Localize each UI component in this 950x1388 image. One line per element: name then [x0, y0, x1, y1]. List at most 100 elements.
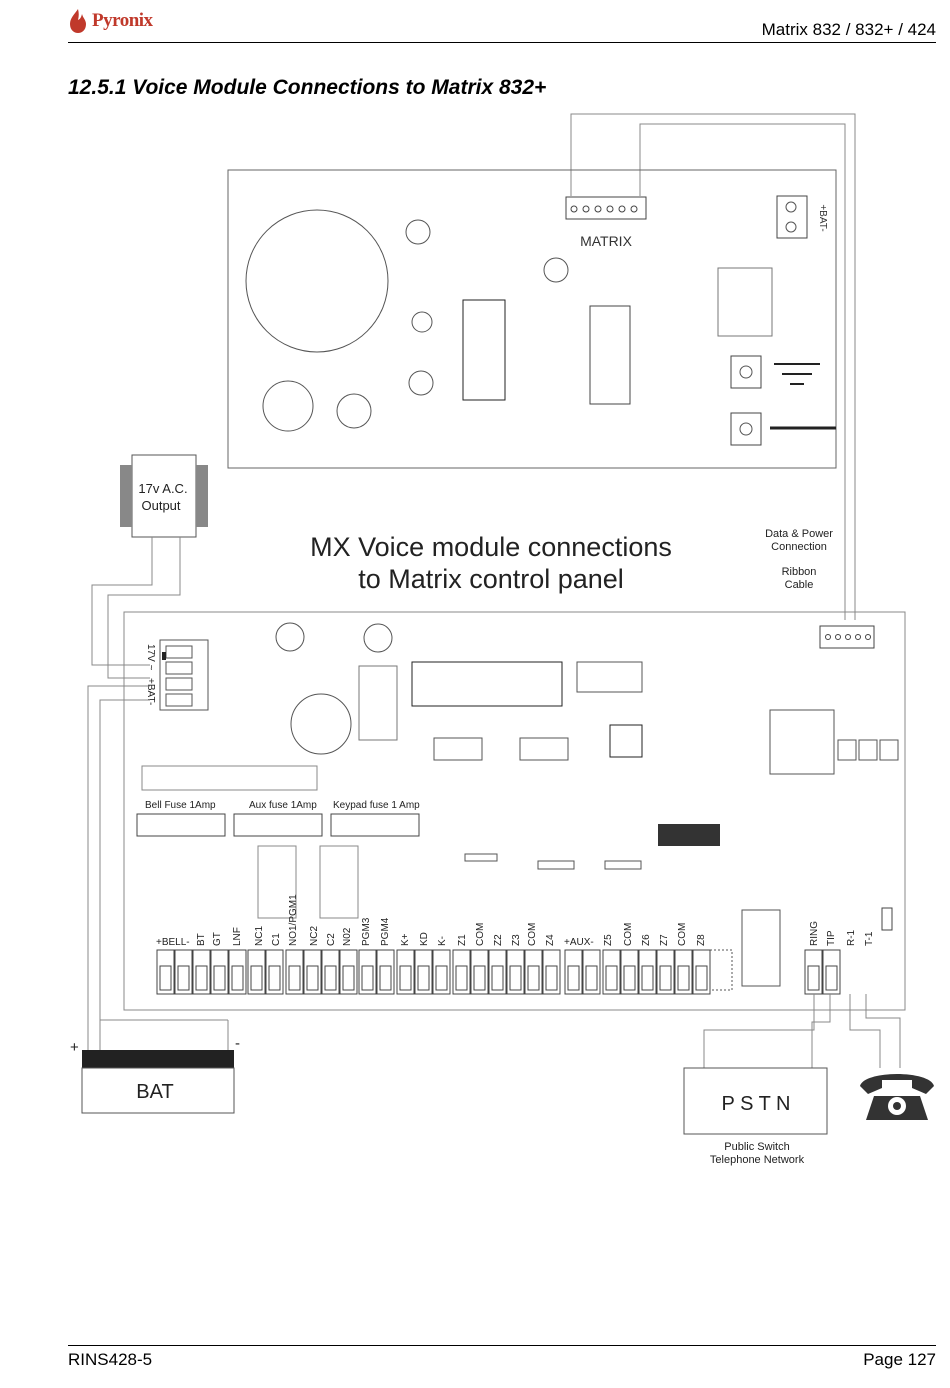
terminal-screw [488, 949, 507, 995]
terminal-screw [156, 949, 175, 995]
terminal-label: N02 [342, 927, 353, 946]
diagram-heading-line2: to Matrix control panel [358, 564, 624, 594]
transformer-label-line2: Output [141, 498, 180, 513]
terminal-label: COM [677, 923, 688, 946]
pyronix-flame-logo-icon [70, 9, 86, 33]
terminal-screw [638, 949, 657, 995]
terminal-label: GT [212, 932, 223, 946]
terminal-label: NC2 [309, 926, 320, 946]
battery [81, 685, 235, 1114]
section-title: 12.5.1 Voice Module Connections to Matri… [68, 76, 547, 99]
ribbon-label-line3: Ribbon [782, 566, 817, 578]
pstn-box [683, 1067, 828, 1135]
footer-divider [68, 1345, 936, 1346]
terminal-label: NO1/PGM1 [288, 894, 299, 946]
pstn-label: P S T N [722, 1093, 791, 1115]
terminal-screw [506, 949, 525, 995]
main-cpu-chip [411, 661, 563, 707]
terminal-label: Z8 [696, 934, 707, 946]
terminal-screw [452, 949, 471, 995]
terminal-label: Z5 [603, 934, 614, 946]
terminal-label: Z4 [545, 934, 556, 946]
terminal-label: T-1 [864, 931, 875, 946]
terminal-screw [822, 949, 841, 995]
keypad-fuse-label: Keypad fuse 1 Amp [333, 800, 420, 811]
terminal-screw [285, 949, 304, 995]
pin-header [658, 824, 720, 846]
ground-symbol-icon [774, 363, 820, 385]
terminal-label: Z2 [493, 934, 504, 946]
battery-label: BAT [136, 1081, 173, 1103]
terminal-label: RING [809, 921, 820, 946]
ribbon-label-line2: Connection [771, 541, 827, 553]
pstn-caption-line2: Telephone Network [710, 1154, 805, 1166]
terminal-label: TIP [826, 930, 837, 946]
voice-bat-label: +BAT- [817, 204, 828, 231]
terminal-screw [620, 949, 639, 995]
terminal-label: Z7 [659, 934, 670, 946]
bell-fuse [136, 813, 226, 837]
ribbon-label-line1: Data & Power [765, 528, 833, 540]
terminal-screw [358, 949, 377, 995]
control-panel-board [123, 611, 906, 1011]
terminal-screw [339, 949, 358, 995]
transformer-label-line1: 17v A.C. [138, 481, 187, 496]
terminal-screw [396, 949, 415, 995]
product-model: Matrix 832 / 832+ / 424 [761, 20, 936, 39]
ribbon-label-line4: Cable [785, 579, 814, 591]
terminal-screw [542, 949, 561, 995]
terminal-label: LNF [232, 927, 243, 946]
terminal-screw [582, 949, 601, 995]
page-number: Page 127 [863, 1350, 936, 1369]
terminal-screw [192, 949, 211, 995]
terminal-screw [656, 949, 675, 995]
terminal-label: R-1 [846, 929, 857, 946]
pstn-caption-line1: Public Switch [724, 1141, 789, 1153]
terminal-screw [174, 949, 193, 995]
transformer [91, 454, 208, 679]
voice-ic-chip [462, 299, 506, 401]
terminal-label: BT [196, 933, 207, 946]
terminal-label: C1 [271, 933, 282, 946]
terminal-label: K- [437, 936, 448, 946]
ribbon-cable-wires [570, 113, 856, 620]
matrix-connector [565, 196, 647, 220]
terminal-label: PGM4 [380, 917, 391, 946]
terminal-screw [321, 949, 340, 995]
terminal-screw [265, 949, 284, 995]
terminal-screw [210, 949, 229, 995]
telephone-icon [860, 1074, 934, 1120]
voice-bat-terminal [776, 195, 808, 239]
speaker-circle [245, 209, 389, 353]
battery-minus: - [235, 1035, 240, 1052]
terminal-screw [692, 949, 711, 995]
terminal-screw [470, 949, 489, 995]
terminal-strip [156, 949, 841, 995]
voice-module-board [227, 169, 837, 469]
matrix-label: MATRIX [580, 233, 633, 249]
terminal-label: KD [419, 932, 430, 946]
aux-fuse-label: Aux fuse 1Amp [249, 800, 317, 811]
keypad-fuse [330, 813, 420, 837]
terminal-label: +BELL- [156, 937, 190, 948]
terminal-screw [247, 949, 266, 995]
terminal-screw [524, 949, 543, 995]
document-reference: RINS428-5 [68, 1350, 153, 1369]
power-label-2: +BAT- [145, 678, 156, 705]
terminal-label: COM [527, 923, 538, 946]
terminal-label: C2 [326, 933, 337, 946]
terminal-screw [376, 949, 395, 995]
ribbon-connector [819, 625, 875, 649]
terminal-label: Z6 [641, 934, 652, 946]
diagram-heading-line1: MX Voice module connections [310, 532, 672, 562]
terminal-screw [432, 949, 451, 995]
terminal-label: NC1 [254, 926, 265, 946]
terminal-label: COM [475, 923, 486, 946]
terminal-label: Z3 [511, 934, 522, 946]
terminal-screw [674, 949, 693, 995]
terminal-screw [303, 949, 322, 995]
bell-fuse-label: Bell Fuse 1Amp [145, 800, 216, 811]
terminal-screw [602, 949, 621, 995]
